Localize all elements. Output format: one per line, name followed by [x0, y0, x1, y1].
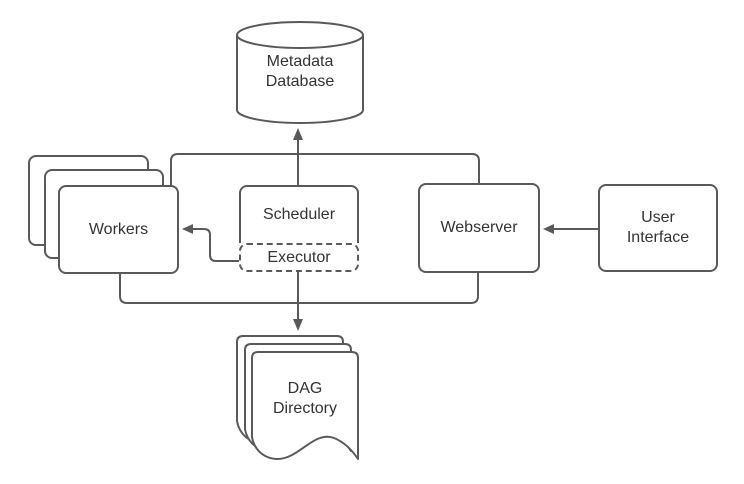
workers-node: Workers [58, 185, 179, 274]
dag-directory-label: DAG Directory [272, 380, 337, 417]
dag-document-front [251, 351, 359, 460]
webserver-label: Webserver [440, 219, 518, 236]
arrowhead-into-database [293, 128, 303, 140]
metadata-database-label: Metadata Database [265, 53, 335, 90]
user-interface-node: User Interface [598, 184, 718, 272]
executor-label: Executor [267, 248, 331, 266]
database-cylinder-body [236, 35, 364, 124]
user-interface-label: User Interface [626, 209, 690, 246]
database-cylinder-top [236, 21, 364, 49]
arrowhead-into-webserver [543, 224, 554, 234]
edge-trunk-to-database [170, 153, 480, 185]
metadata-database-node [236, 21, 364, 124]
scheduler-node: Scheduler [239, 185, 359, 243]
workers-label: Workers [88, 220, 149, 238]
dag-directory-node [236, 335, 359, 460]
executor-node: Executor [239, 243, 359, 272]
scheduler-label: Scheduler [262, 206, 336, 223]
arrowhead-into-workers [182, 224, 193, 234]
arrowhead-into-dag-directory [293, 319, 303, 331]
edge-executor-to-workers [192, 228, 239, 262]
webserver-node: Webserver [418, 183, 540, 273]
